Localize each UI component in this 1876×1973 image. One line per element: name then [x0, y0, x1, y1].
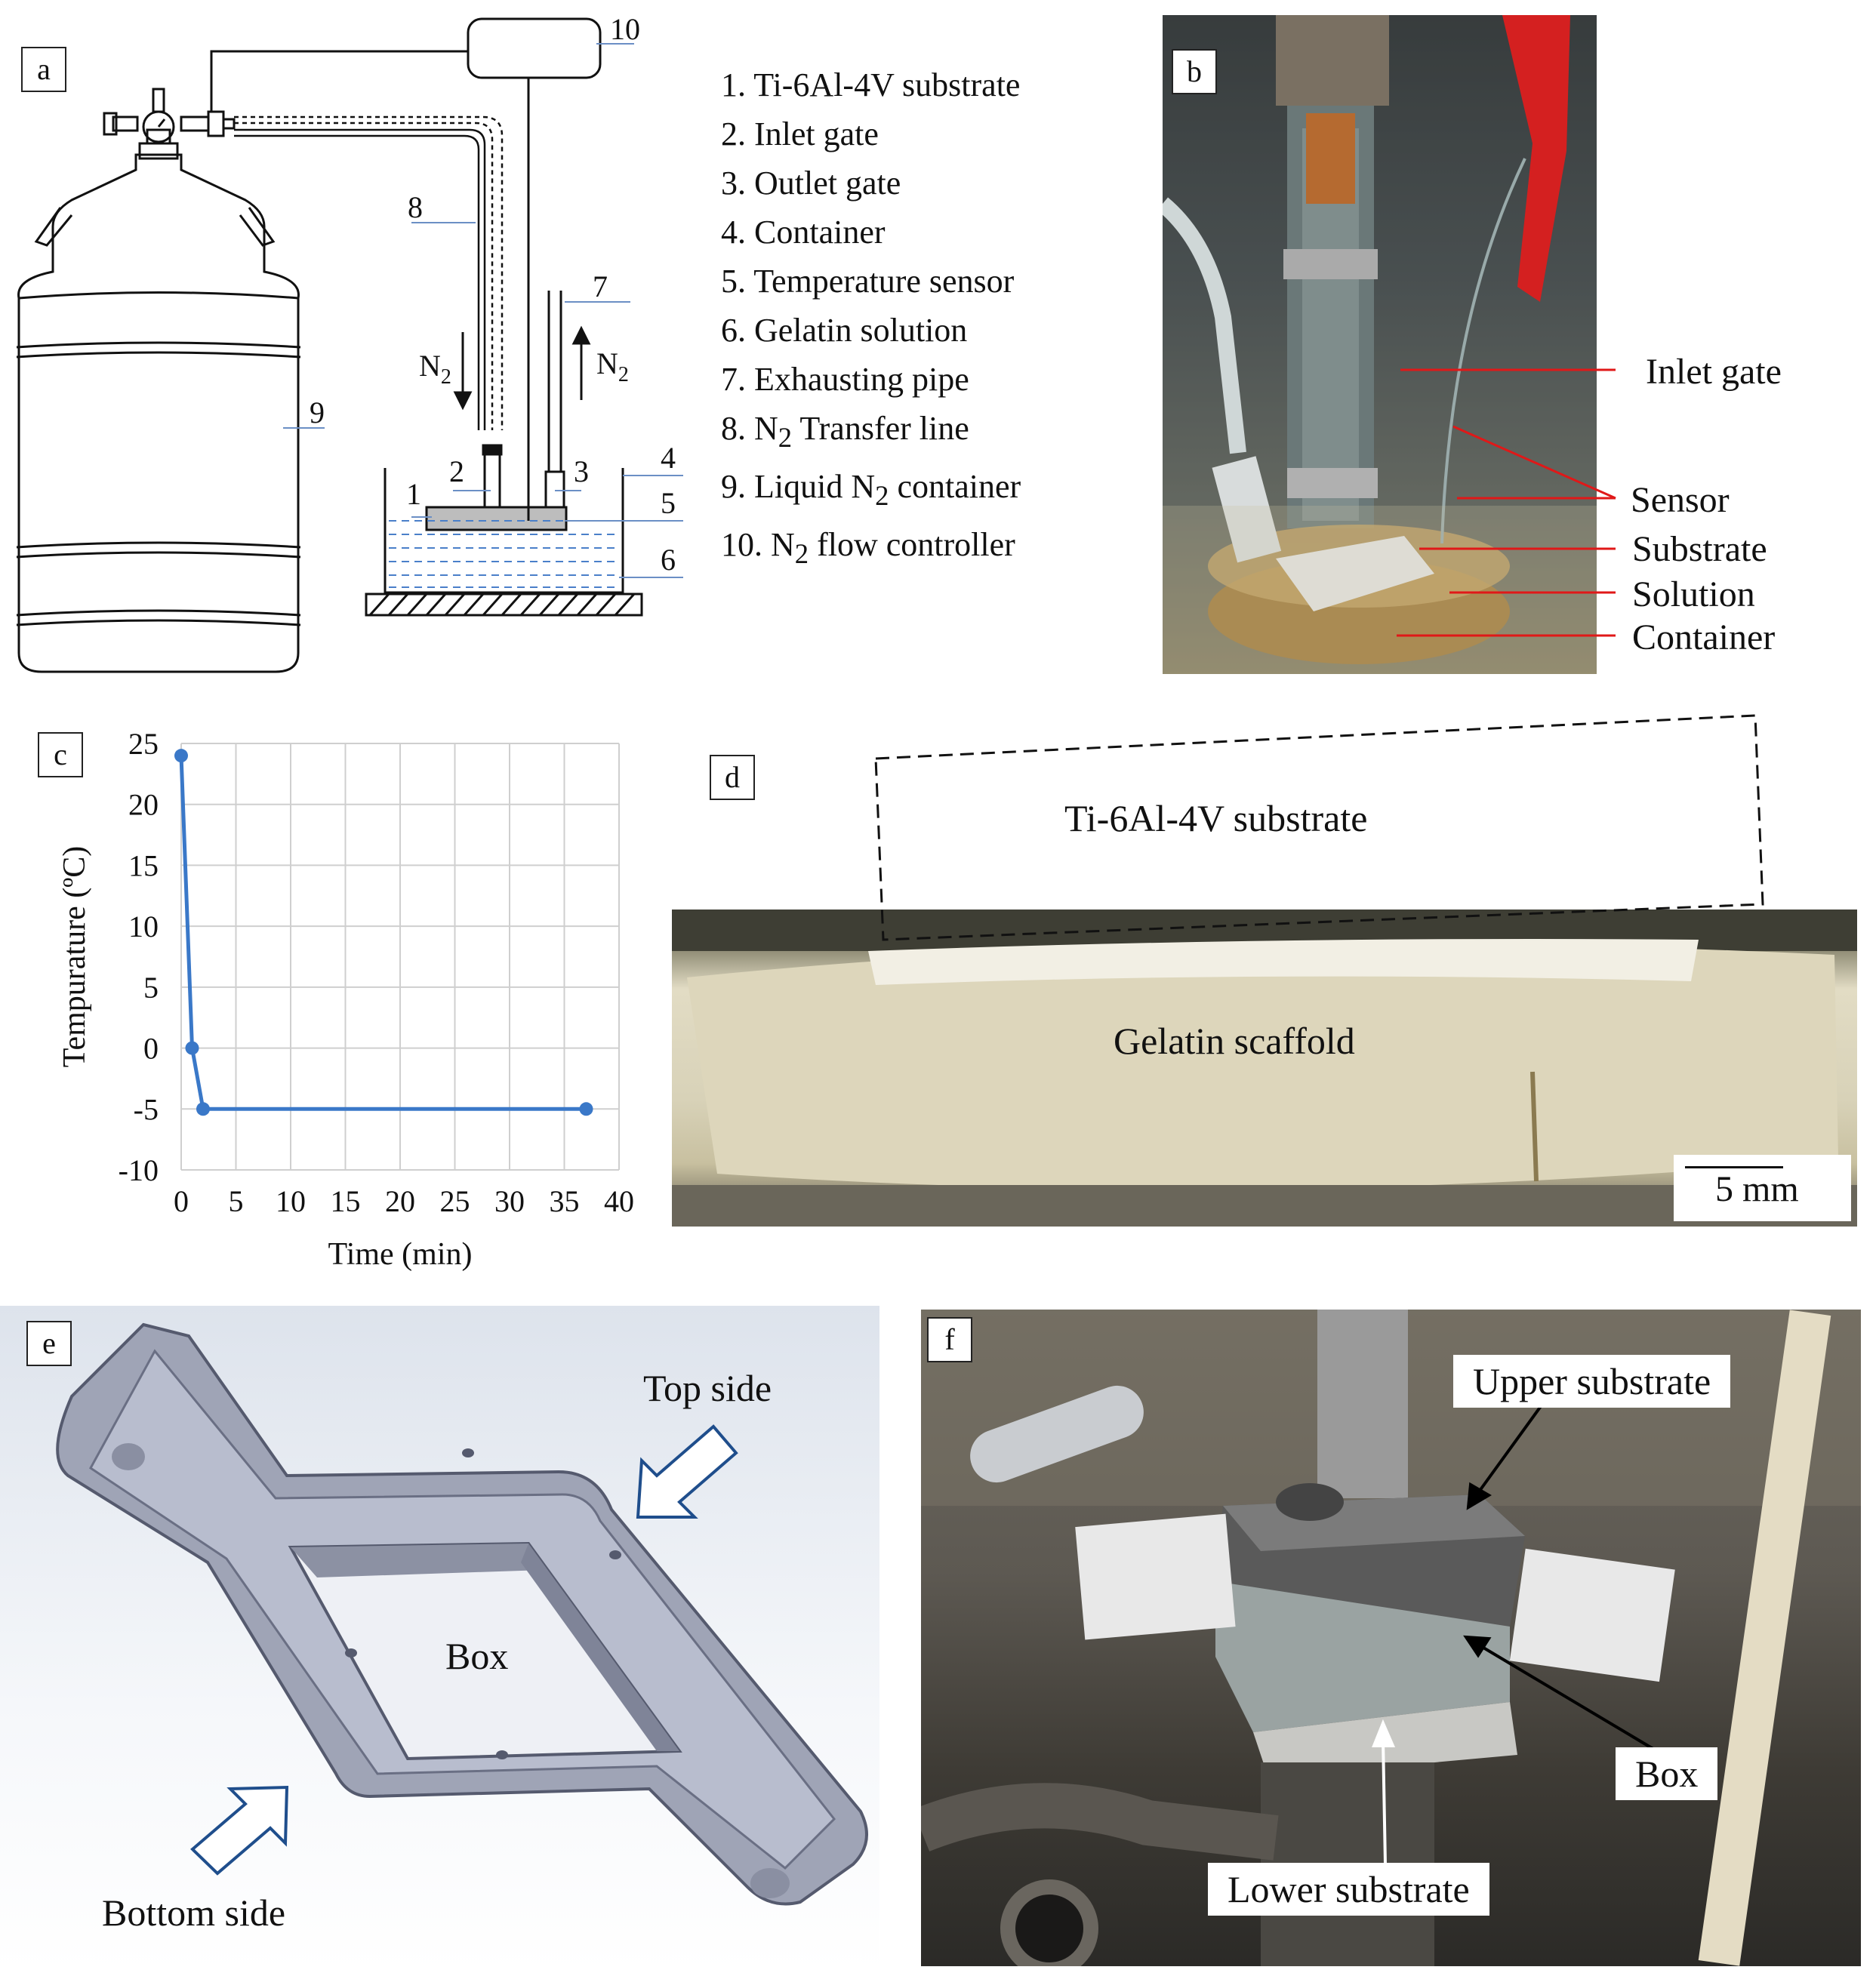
- flow-controller: [467, 17, 602, 79]
- label-2: 2: [449, 454, 464, 488]
- y-tick-label: 15: [128, 848, 159, 882]
- shaft: [1317, 1310, 1408, 1498]
- panel-a: a: [0, 0, 1117, 687]
- upper-substrate-label: Upper substrate: [1453, 1355, 1731, 1408]
- panel-b-tag: b: [1172, 49, 1217, 94]
- assembly-photo: [921, 1310, 1861, 1966]
- y-tick-label: -10: [119, 1153, 159, 1187]
- y-tick-label: 0: [143, 1032, 159, 1066]
- legend-item: 4. Container: [721, 214, 886, 251]
- component-legend: 1. Ti-6Al-4V substrate 2. Inlet gate 3. …: [721, 60, 1021, 577]
- x-tick-label: 5: [229, 1184, 244, 1218]
- legend-item: 9. Liquid N2 container: [721, 467, 1021, 511]
- label-6: 6: [661, 543, 676, 577]
- bottom-side-label: Bottom side: [102, 1891, 286, 1934]
- dewar-ring-2: [16, 541, 301, 559]
- scale-bar-box: 5 mm: [1674, 1155, 1851, 1221]
- scaffold-photo: [672, 910, 1857, 1227]
- legend-item: 3. Outlet gate: [721, 165, 901, 202]
- x-tick-label: 25: [440, 1184, 470, 1218]
- scale-bar-label: 5 mm: [1715, 1169, 1799, 1209]
- box-label: Box: [1616, 1747, 1718, 1800]
- panel-c-tag: c: [38, 732, 83, 777]
- legend-item: 7. Exhausting pipe: [721, 361, 969, 398]
- photo-b-leaders: [1397, 368, 1616, 637]
- y-axis-label: Tempurature (ºC): [57, 846, 92, 1067]
- y-tick-label: 5: [143, 971, 159, 1005]
- top-side-label: Top side: [643, 1367, 772, 1409]
- label-9: 9: [310, 396, 325, 429]
- dewar-handle-left: [34, 207, 73, 247]
- panel-f-tag: f: [927, 1317, 972, 1362]
- x-tick-label: 35: [550, 1184, 580, 1218]
- dewar-handle-right: [239, 207, 276, 247]
- box-label: Box: [445, 1635, 509, 1677]
- substrate-plate: [425, 506, 568, 531]
- series-line: [179, 756, 587, 1111]
- data-point: [174, 749, 188, 763]
- label-3: 3: [574, 454, 589, 488]
- dewar-ring-1: [16, 341, 301, 359]
- scale-bar: [1685, 1166, 1783, 1168]
- legend-item: 8. N2 Transfer line: [721, 410, 969, 453]
- label-inlet-gate: Inlet gate: [1646, 352, 1782, 392]
- panel-f: f Upper substrate Box Lower substrate: [921, 1310, 1865, 1970]
- frosted-substrate: [1276, 536, 1434, 611]
- substrate-label: Ti-6Al-4V substrate: [1064, 797, 1368, 839]
- setup-schematic: 10 8 7 9 2 3 1 4 5 6 N2 N2: [16, 12, 683, 673]
- label-4: 4: [661, 441, 676, 475]
- data-point: [579, 1102, 593, 1116]
- panel-e: e Top side Box Bottom side: [0, 1306, 879, 1970]
- label-container: Container: [1632, 617, 1776, 657]
- legend-item: 1. Ti-6Al-4V substrate: [721, 66, 1021, 103]
- dewar-ring-3: [16, 609, 301, 626]
- box-photo: [1215, 1581, 1510, 1732]
- legend-item: 2. Inlet gate: [721, 115, 879, 152]
- panel-b: b Inlet gate Sensor Substrate Solution C…: [1163, 15, 1865, 676]
- x-tick-label: 10: [276, 1184, 306, 1218]
- substrate-outline: [874, 714, 1764, 941]
- top-side-arrow: [636, 1424, 738, 1519]
- x-tick-label: 40: [604, 1184, 634, 1218]
- legend-item: 6. Gelatin solution: [721, 312, 968, 349]
- y-tick-label: 25: [128, 727, 159, 761]
- y-tick-label: 20: [128, 788, 159, 822]
- label-10: 10: [610, 12, 640, 46]
- panel-d: d Ti-6Al-4V substrate Gelatin scaffold 5…: [672, 709, 1865, 1230]
- n2-down-label: N2: [419, 349, 451, 389]
- y-tick-label: -5: [134, 1092, 159, 1126]
- label-1: 1: [406, 477, 421, 511]
- box-render: [0, 1306, 879, 1970]
- label-5: 5: [661, 486, 676, 520]
- red-handle: [1502, 15, 1570, 302]
- n2-up-label: N2: [596, 346, 629, 386]
- x-axis-label: Time (min): [328, 1237, 473, 1272]
- x-tick-label: 20: [385, 1184, 415, 1218]
- lower-substrate-label: Lower substrate: [1208, 1863, 1489, 1916]
- label-substrate: Substrate: [1632, 529, 1767, 569]
- x-tick-label: 15: [331, 1184, 361, 1218]
- label-solution: Solution: [1632, 574, 1755, 614]
- y-tick-label: 10: [128, 910, 159, 943]
- label-sensor: Sensor: [1631, 480, 1730, 520]
- panel-e-tag: e: [26, 1321, 72, 1366]
- label-7: 7: [593, 269, 608, 303]
- data-point: [185, 1041, 199, 1055]
- bottom-side-arrow: [190, 1785, 289, 1876]
- data-point: [196, 1102, 210, 1116]
- label-8: 8: [408, 190, 423, 224]
- panel-d-tag: d: [710, 755, 755, 800]
- scaffold-label: Gelatin scaffold: [1114, 1020, 1355, 1062]
- panel-a-tag: a: [21, 47, 66, 92]
- container-wall: [384, 468, 624, 594]
- dewar-body: [17, 153, 300, 673]
- x-tick-label: 30: [494, 1184, 525, 1218]
- setup-photo: [1163, 15, 1597, 674]
- legend-item: 10. N2 flow controller: [721, 525, 1015, 569]
- legend-item: 5. Temperature sensor: [721, 263, 1015, 300]
- x-tick-label: 0: [174, 1184, 189, 1218]
